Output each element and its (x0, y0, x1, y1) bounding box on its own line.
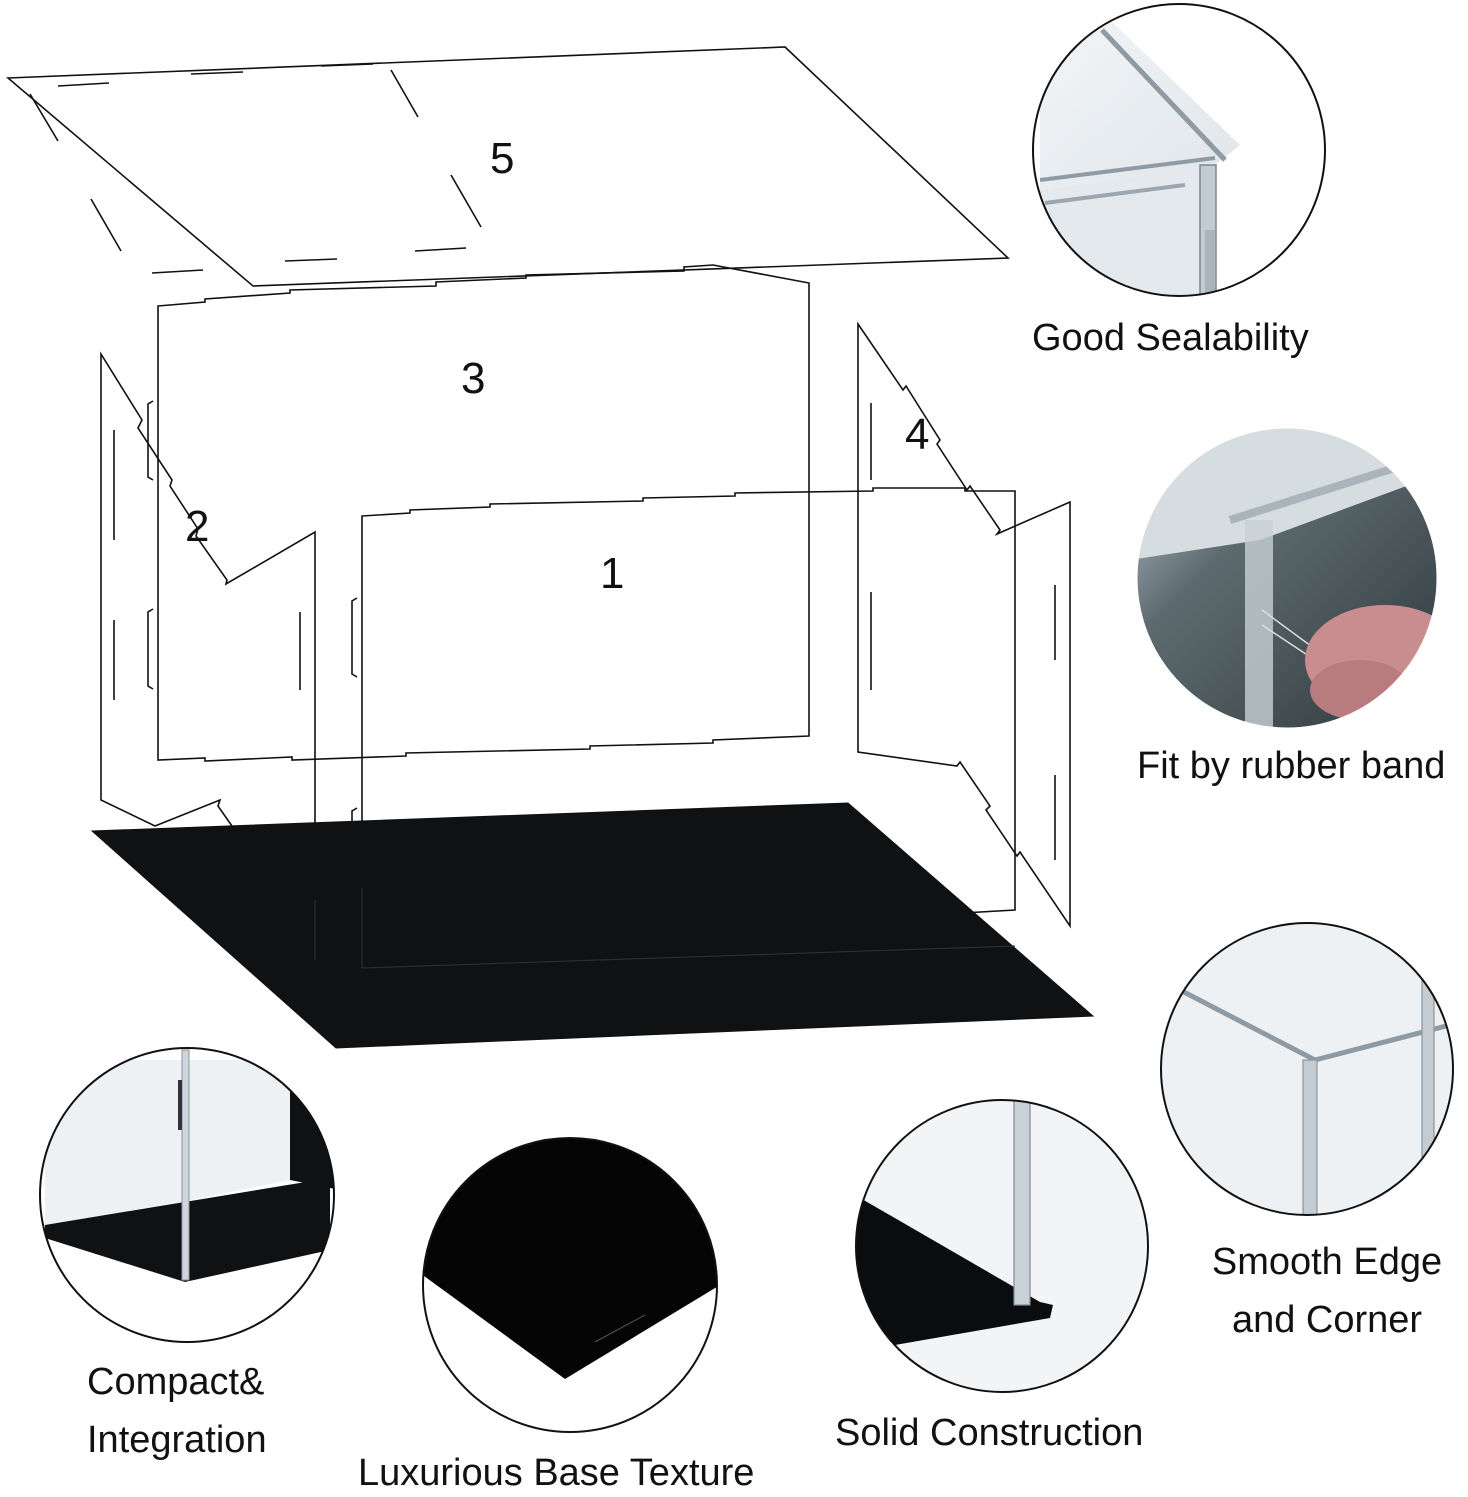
callout-good-sealability-image (1032, 3, 1326, 297)
top-panel-5 (5, 46, 1010, 287)
part-number-5: 5 (490, 134, 515, 183)
callout-base-texture-image (422, 1137, 718, 1433)
back-panel-3 (157, 264, 810, 762)
part-number-2: 2 (185, 502, 210, 551)
caption-fit-by-rubber-band: Fit by rubber band (1137, 745, 1446, 787)
callout-compact-integration-image (39, 1047, 335, 1343)
caption-luxurious-base-texture: Luxurious Base Texture (358, 1452, 755, 1494)
part-number-3: 3 (461, 354, 486, 403)
caption-good-sealability: Good Sealability (1032, 317, 1309, 359)
caption-solid-construction: Solid Construction (835, 1412, 1144, 1454)
callout-smooth-edge-image (1160, 922, 1454, 1216)
caption-compact-line2: Integration (87, 1419, 267, 1461)
black-base (90, 802, 1095, 1049)
caption-smooth-edge-line1: Smooth Edge (1211, 1241, 1443, 1283)
callout-solid-construction-image (855, 1099, 1149, 1393)
callout-rubber-band-image (1136, 427, 1438, 729)
part-number-1: 1 (600, 549, 625, 598)
caption-smooth-edge-line2: and Corner (1231, 1299, 1423, 1341)
part-number-4: 4 (905, 410, 930, 459)
caption-compact-line1: Compact& (87, 1361, 265, 1403)
right-side-panel-4 (857, 321, 1071, 929)
